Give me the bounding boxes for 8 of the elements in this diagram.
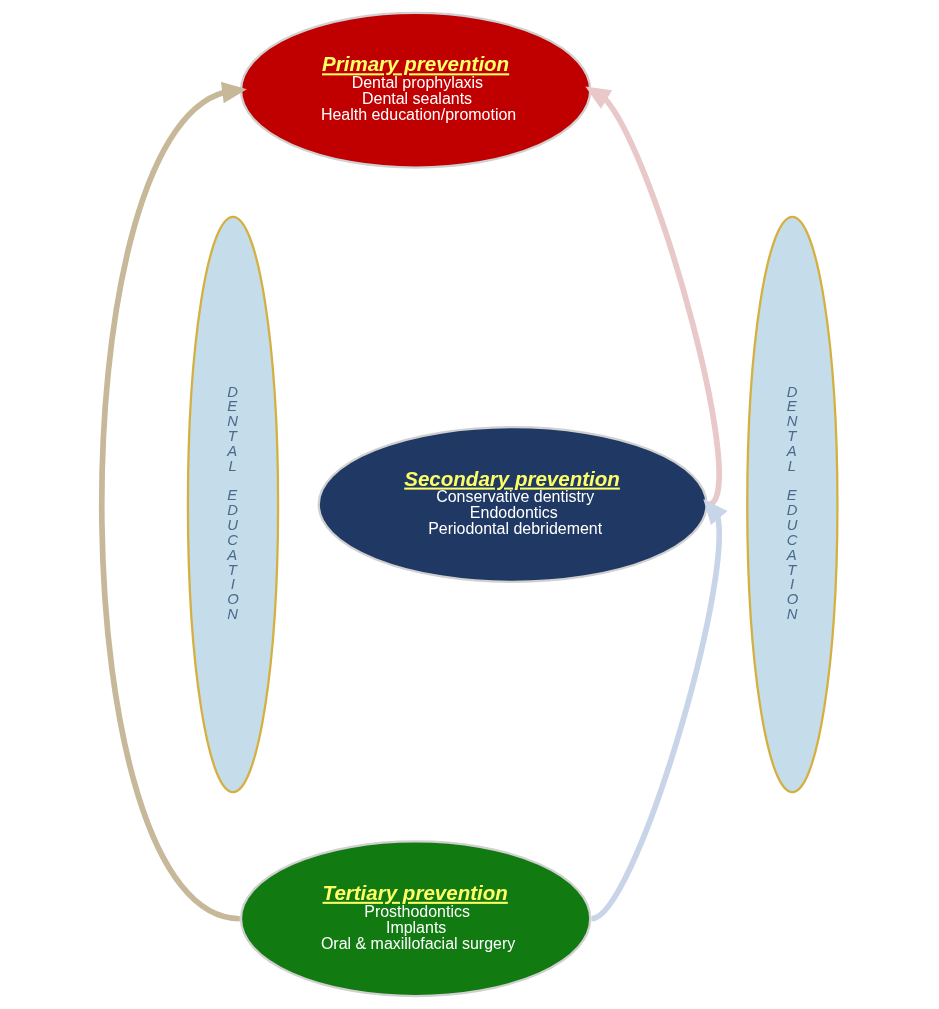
node-ellipse: Primary prevention Dental prophylaxis Dental sealants Health education/promotion [239,11,592,169]
arrow [99,81,247,922]
node-ellipse: DENTAL EDUCATION [186,215,280,794]
arrow [585,86,722,507]
node-ellipse: Secondary prevention Conservative dentistry Endodontics Periodontal debridement [317,426,708,583]
arrow [590,499,728,922]
node-ellipse: Tertiary prevention Prosthodontics Implants Oral & maxillofacial surgery [239,840,592,998]
node-ellipse: DENTAL EDUCATION [746,215,839,794]
